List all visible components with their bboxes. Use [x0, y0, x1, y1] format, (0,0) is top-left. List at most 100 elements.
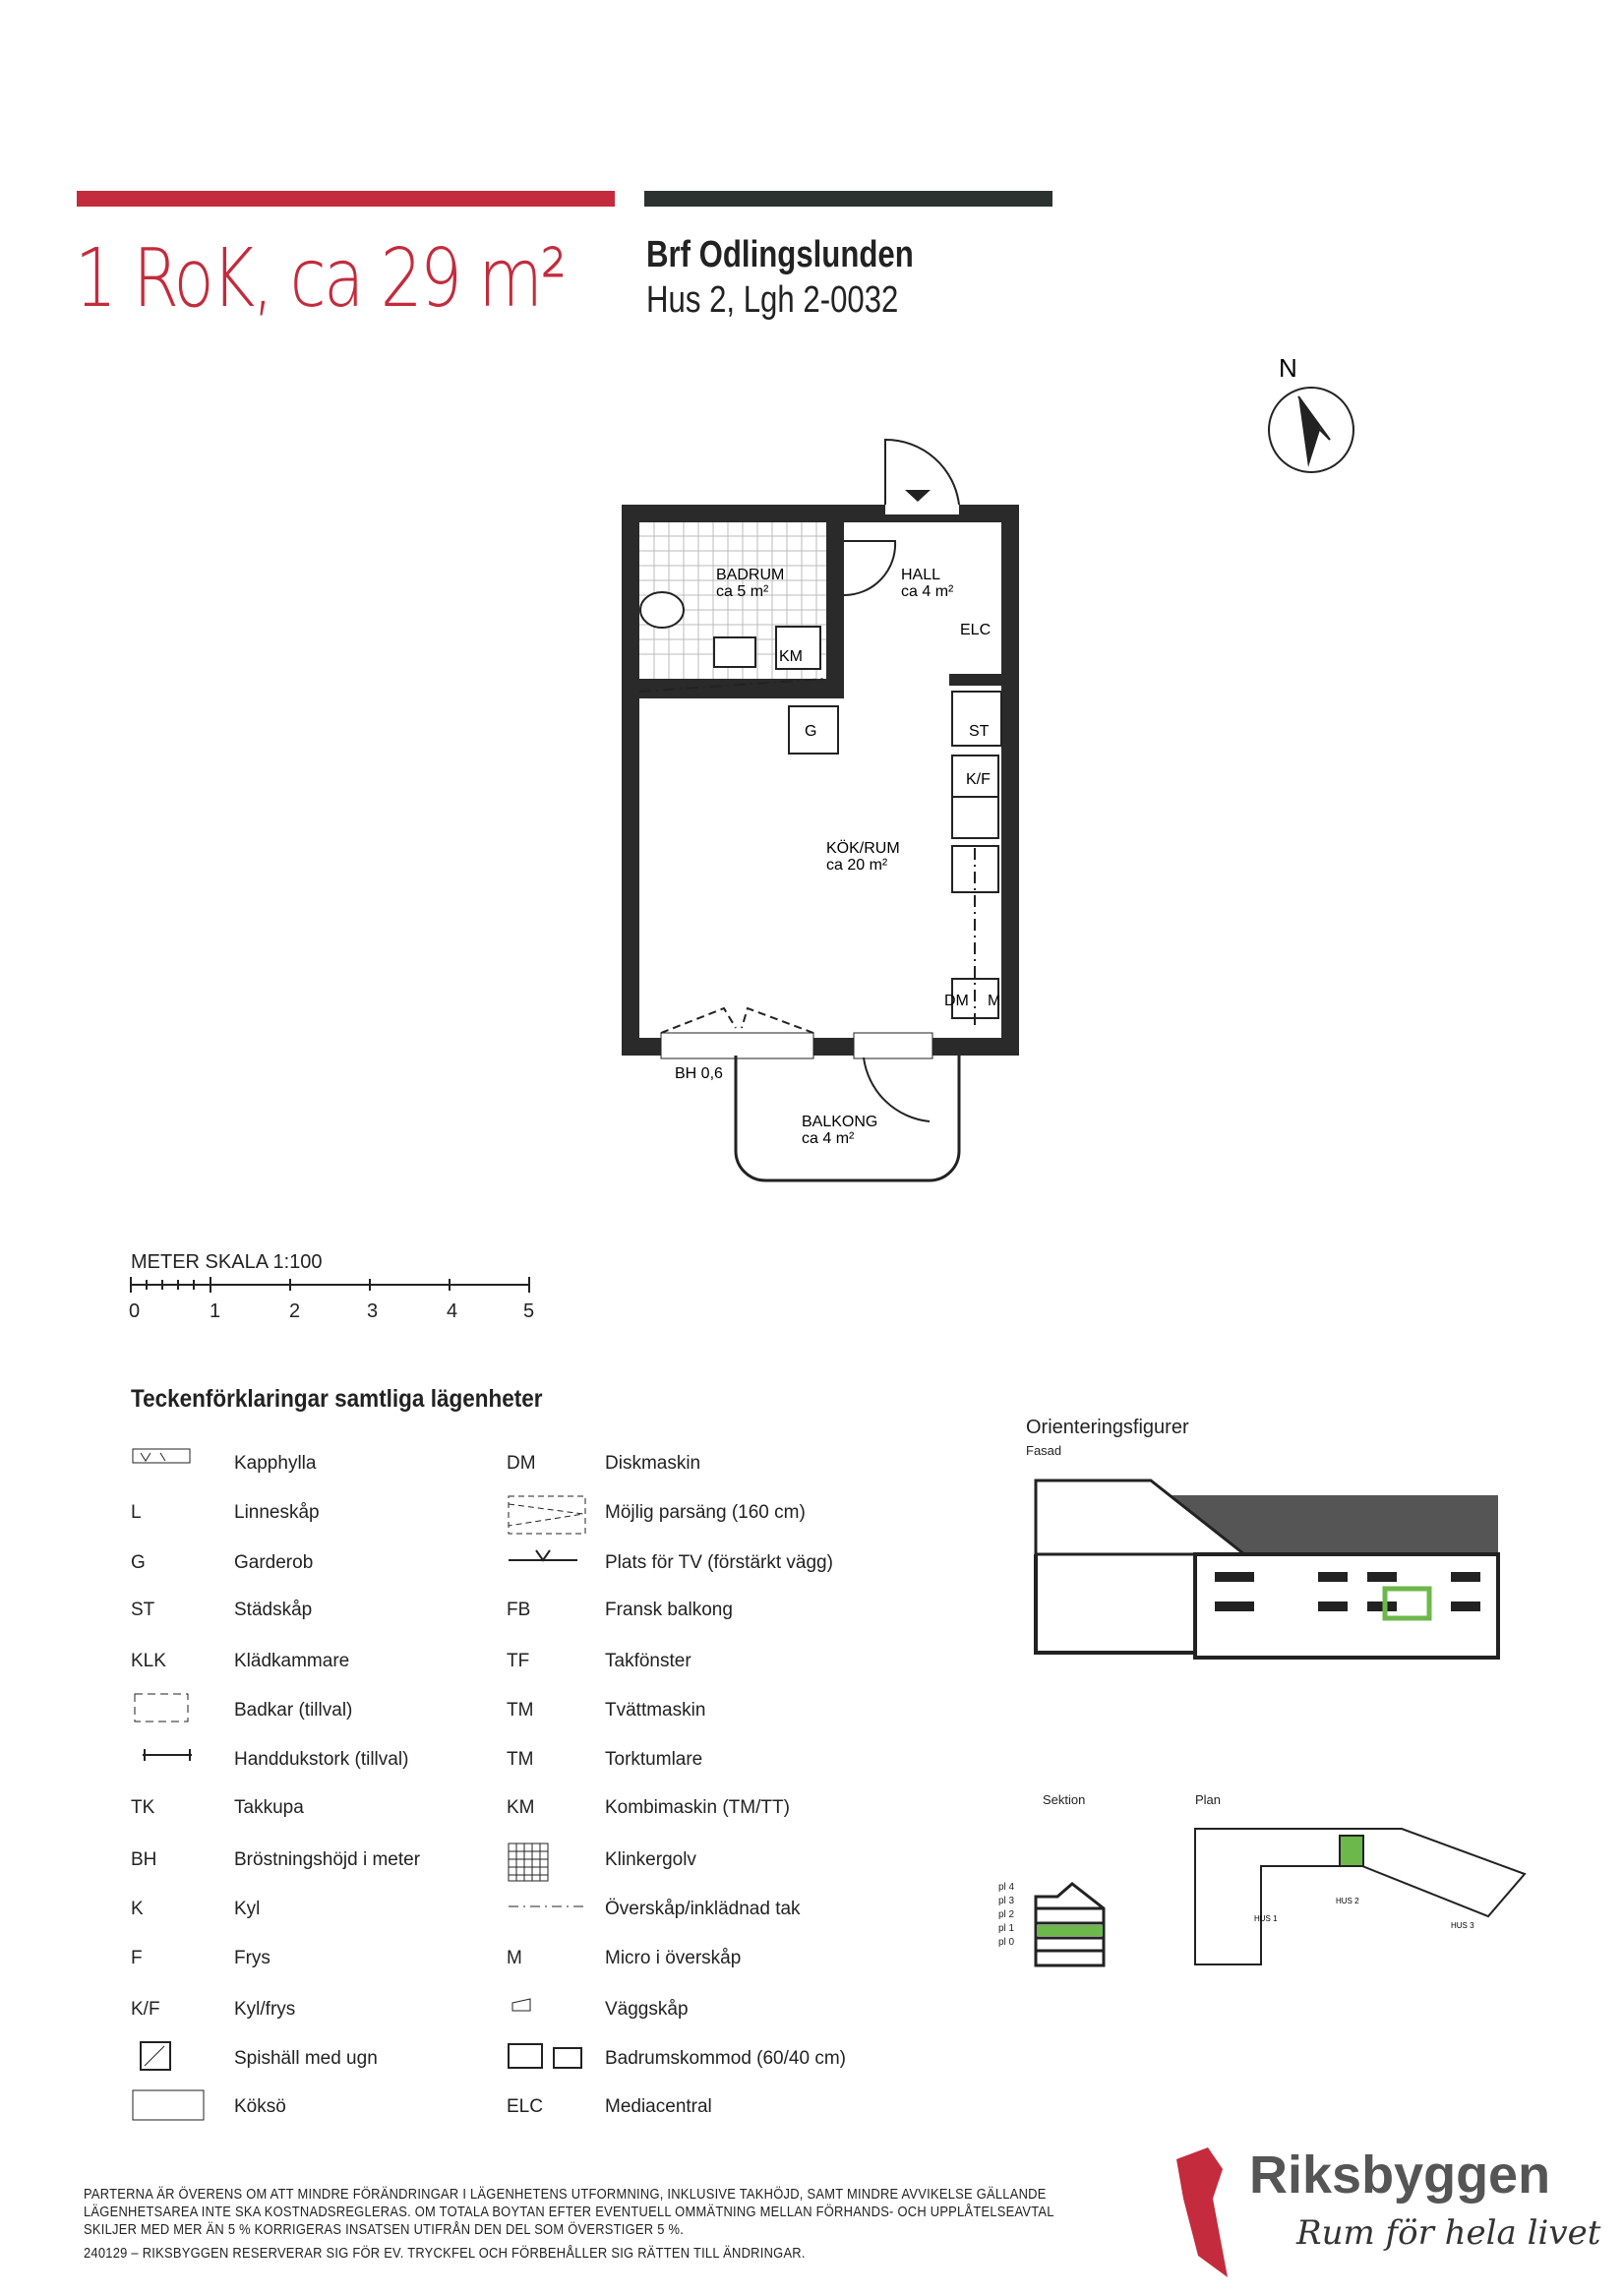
- floor-label: pl 2: [998, 1909, 1015, 1920]
- legend-code: TK: [131, 1797, 155, 1818]
- handdukstork-icon: [143, 1749, 192, 1761]
- label-kf: K/F: [966, 771, 991, 788]
- house-label: HUS 1: [1254, 1914, 1278, 1923]
- label-dm: DM: [944, 993, 969, 1009]
- tv-icon: [509, 1549, 577, 1562]
- header-red-bar: [77, 191, 615, 207]
- legend-label: Spishäll med ugn: [234, 2048, 378, 2069]
- room-area-kok: ca 20 m²: [826, 857, 888, 874]
- site-plan-figure: HUS 1 HUS 2 HUS 3: [1194, 1828, 1527, 1965]
- legend-label: Plats för TV (förstärkt vägg): [605, 1552, 833, 1573]
- label-st: ST: [969, 723, 990, 740]
- legend-label: Badkar (tillval): [234, 1700, 353, 1721]
- orientation-title: Orienteringsfigurer: [1026, 1417, 1189, 1438]
- disclaimer-text: Parterna är överens om att mindre föränd…: [84, 2186, 1054, 2238]
- room-label-badrum: BADRUM: [716, 567, 784, 583]
- scale-tick: 4: [447, 1300, 458, 1322]
- room-label-balkong: BALKONG: [802, 1114, 877, 1130]
- legend-label: Överskåp/inklädnad tak: [605, 1899, 801, 1919]
- north-arrow-icon: N: [1268, 353, 1354, 473]
- legend-code: G: [131, 1552, 146, 1573]
- floor-labels: pl 4 pl 3 pl 2 pl 1 pl 0: [998, 1881, 1014, 1950]
- floor-plan: BADRUM ca 5 m² HALL ca 4 m² KÖK/RUM ca 2…: [622, 438, 1019, 1182]
- legend-code: TM: [507, 1749, 534, 1770]
- legend-label: Klinkergolv: [605, 1849, 696, 1870]
- vaggskap-icon: [511, 1998, 531, 2012]
- legend-label: Kyl/frys: [234, 1999, 296, 2020]
- legend-label: Mediacentral: [605, 2096, 712, 2117]
- footer-note: 240129 – Riksbyggen reserverar sig för e…: [84, 2245, 806, 2262]
- spishall-icon: [140, 2041, 171, 2071]
- scale-tick: 2: [289, 1300, 301, 1322]
- section-label: Sektion: [1043, 1792, 1086, 1807]
- legend-label: Takfönster: [605, 1651, 691, 1671]
- label-km: KM: [779, 648, 803, 665]
- association-name: Brf Odlingslunden: [646, 234, 914, 275]
- room-area-hall: ca 4 m²: [901, 583, 954, 600]
- legend-label: Kyl: [234, 1899, 261, 1919]
- legend-label: Diskmaskin: [605, 1453, 701, 1474]
- parsang-icon: [508, 1495, 586, 1535]
- header-dark-bar: [644, 191, 1052, 207]
- facade-figure: [1034, 1479, 1500, 1660]
- room-area-badrum: ca 5 m²: [716, 583, 769, 600]
- label-g: G: [805, 723, 816, 740]
- legend-label: Städskåp: [234, 1600, 313, 1620]
- legend-label: Kapphylla: [234, 1453, 317, 1474]
- room-label-hall: HALL: [901, 567, 940, 583]
- legend-label: Garderob: [234, 1552, 314, 1573]
- legend-code: K: [131, 1899, 144, 1919]
- legend-label: Tvättmaskin: [605, 1700, 706, 1721]
- legend-code: FB: [507, 1600, 531, 1620]
- section-figure: [1034, 1882, 1106, 1967]
- floor-label: pl 4: [998, 1882, 1015, 1893]
- legend-code: TF: [507, 1651, 530, 1671]
- kapphylla-icon: [132, 1448, 191, 1464]
- plan-label: Plan: [1195, 1792, 1222, 1807]
- logo-slogan: Rum för hela livet: [1296, 2213, 1601, 2253]
- north-label: N: [1279, 353, 1297, 383]
- badkar-icon: [134, 1693, 189, 1722]
- scale-tick: 1: [210, 1300, 221, 1322]
- legend-label: Frys: [234, 1948, 270, 1968]
- house-label: HUS 3: [1451, 1921, 1474, 1930]
- scale-label: METER SKALA 1:100: [131, 1251, 323, 1273]
- house-label: HUS 2: [1336, 1897, 1359, 1905]
- unit-id: Hus 2, Lgh 2-0032: [646, 279, 899, 321]
- floor-label: pl 0: [998, 1937, 1015, 1948]
- legend-label: Kombimaskin (TM/TT): [605, 1797, 790, 1818]
- legend-label: Bröstningshöjd i meter: [234, 1849, 421, 1870]
- kokso-icon: [132, 2089, 205, 2121]
- dashdot-icon: [509, 1905, 585, 1907]
- legend-label: Takkupa: [234, 1797, 304, 1818]
- room-area-balkong: ca 4 m²: [802, 1130, 855, 1147]
- label-bh: BH 0,6: [675, 1065, 723, 1082]
- logo-name: Riksbyggen: [1249, 2145, 1551, 2205]
- legend-label: Klädkammare: [234, 1651, 350, 1671]
- room-label-kok: KÖK/RUM: [826, 839, 900, 857]
- legend-code: F: [131, 1948, 143, 1968]
- label-m: M: [988, 993, 1000, 1009]
- legend-code: K/F: [131, 1999, 160, 2020]
- legend-label: Fransk balkong: [605, 1600, 733, 1620]
- label-elc: ELC: [960, 622, 991, 638]
- legend-code: BH: [131, 1849, 157, 1870]
- legend-label: Micro i överskåp: [605, 1948, 742, 1968]
- legend-label: Badrumskommod (60/40 cm): [605, 2048, 846, 2069]
- legend-label: Väggskåp: [605, 1999, 689, 2020]
- scale-tick: 5: [523, 1300, 535, 1322]
- disclaimer: Parterna är överens om att mindre föränd…: [84, 2186, 1099, 2263]
- badrumskommod-icon: [508, 2043, 582, 2069]
- legend-title: Teckenförklaringar samtliga lägenheter: [131, 1385, 543, 1413]
- legend-code: KM: [507, 1797, 535, 1818]
- floor-label: pl 1: [998, 1923, 1015, 1934]
- legend-code: ELC: [507, 2096, 543, 2117]
- apartment-title: 1 RoK, ca 29 m²: [75, 232, 567, 326]
- facade-label: Fasad: [1026, 1443, 1062, 1458]
- legend-code: ST: [131, 1600, 155, 1620]
- legend-label: Möjlig parsäng (160 cm): [605, 1502, 806, 1523]
- klinker-icon: [508, 1843, 549, 1882]
- floor-label: pl 3: [998, 1896, 1015, 1906]
- legend-label: Linneskåp: [234, 1502, 320, 1523]
- riksbyggen-logo-icon: [1176, 2147, 1228, 2277]
